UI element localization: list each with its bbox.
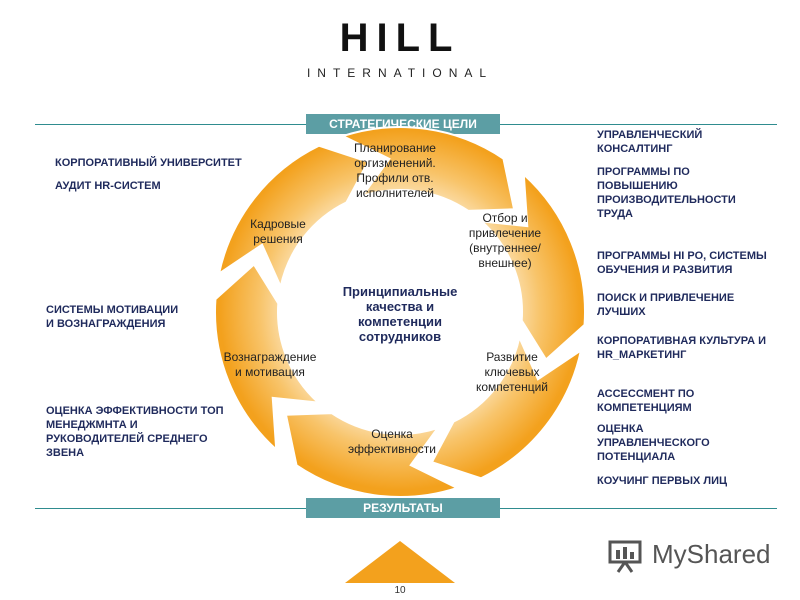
right-note-recruiting: ПОИСК И ПРИВЛЕЧЕНИЕ ЛУЧШИХ (597, 292, 735, 318)
right-note-consulting: УПРАВЛЕНЧЕСКИЙ КОНСАЛТИНГ (597, 129, 703, 155)
presentation-board-icon (608, 540, 642, 573)
bottom-triangle (345, 541, 455, 583)
cycle-segment-selection (478, 172, 586, 361)
logo-main-text: HILL (339, 16, 461, 60)
results-banner: РЕЗУЛЬТАТЫ (306, 498, 500, 518)
strategic-goals-banner: СТРАТЕГИЧЕСКИЕ ЦЕЛИ (306, 114, 500, 134)
right-note-productivity: ПРОГРАММЫ ПО ПОВЫШЕНИЮ ПРОИЗВОДИТЕЛЬНОСТ… (597, 166, 736, 220)
cycle-segments (214, 126, 586, 498)
right-note-training: ПРОГРАММЫ НI РО, СИСТЕМЫ ОБУЧЕНИЯ И РАЗВ… (597, 250, 767, 276)
watermark-text: MyShared (652, 539, 771, 569)
hill-international-logo: HILL INTERNATIONAL (300, 18, 500, 80)
cycle-segment-reward (214, 263, 322, 452)
right-note-potential: ОЦЕНКА УПРАВЛЕНЧЕСКОГО ПОТЕНЦИАЛА (597, 423, 710, 463)
right-note-coaching: КОУЧИНГ ПЕРВЫХ ЛИЦ (597, 475, 728, 487)
left-note-motivation-systems: СИСТЕМЫ МОТИВАЦИИ И ВОЗНАГРАЖДЕНИЯ (46, 304, 179, 330)
myshared-watermark[interactable]: MyShared (608, 536, 778, 576)
right-note-culture: КОРПОРАТИВНАЯ КУЛЬТУРА И HR_МАРКЕТИНГ (597, 335, 767, 361)
logo-sub-text: INTERNATIONAL (306, 66, 494, 80)
cycle-segment-hr-decisions (217, 144, 370, 290)
cycle-segment-development (430, 334, 583, 480)
left-note-hr-audit: АУДИТ HR-СИСТЕМ (55, 180, 161, 192)
cycle-segment-evaluation (284, 412, 460, 498)
left-note-corporate-university: КОРПОРАТИВНЫЙ УНИВЕРСИТЕТ (55, 157, 242, 169)
right-note-assessment: АССЕССМЕНТ ПО КОМПЕТЕНЦИЯМ (597, 388, 695, 414)
left-note-top-evaluation: ОЦЕНКА ЭФФЕКТИВНОСТИ ТОП МЕНЕДЖМНТА И РУ… (46, 405, 224, 459)
cycle-segment-planning (340, 126, 516, 212)
page-number: 10 (394, 585, 406, 596)
